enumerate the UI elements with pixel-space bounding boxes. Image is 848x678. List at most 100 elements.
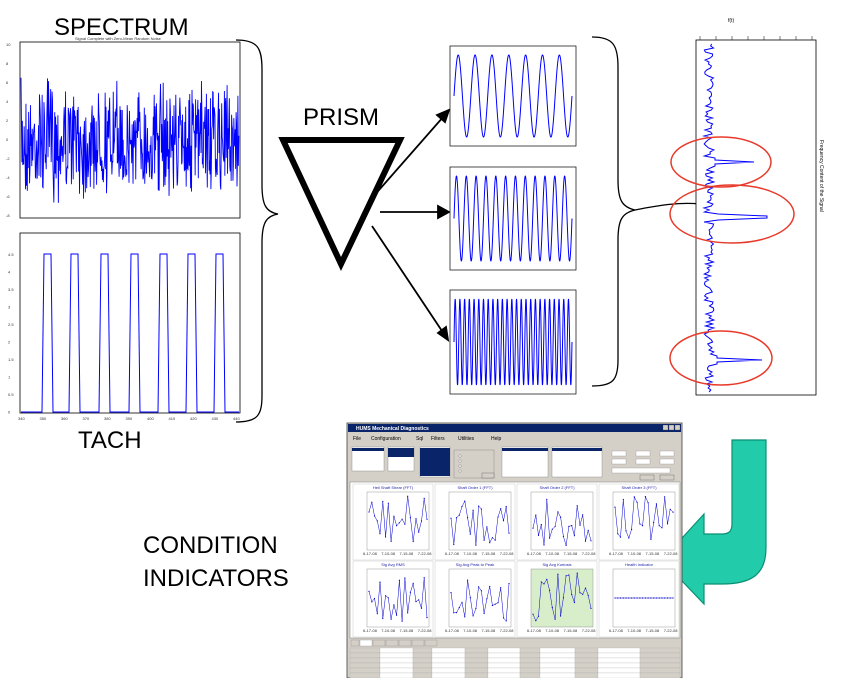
trend-x-tick: 6-17-08: [363, 551, 378, 556]
trend-x-tick: 7-15-08: [399, 551, 414, 556]
menu-item[interactable]: File: [353, 436, 361, 442]
menu-bar: File Configuration Sql Filters Utilities Help: [353, 436, 502, 442]
radio-option[interactable]: [458, 469, 462, 473]
trend-x-tick: 7-22-08: [418, 628, 433, 633]
info-cell: [379, 657, 414, 664]
airspeed-min-field[interactable]: [659, 450, 675, 457]
spectrum-y-tick: 4: [6, 99, 9, 104]
curved-arrow: [661, 439, 767, 606]
trend-plot-area: [530, 491, 594, 551]
filter-controls: [351, 446, 675, 481]
menu-item[interactable]: Help: [491, 436, 502, 442]
info-cell: [431, 672, 466, 678]
info-cell: [574, 652, 599, 659]
info-cell: [487, 657, 521, 664]
speed-min-field[interactable]: [635, 450, 651, 457]
frequency-plot: f(t) Frequency Content of the Signal: [669, 18, 824, 396]
menu-item[interactable]: Configuration: [371, 436, 401, 442]
peak-highlight-1: [670, 136, 772, 188]
trend-x-tick: 7-22-08: [664, 628, 679, 633]
tab[interactable]: [424, 639, 438, 647]
info-cell: [574, 657, 599, 664]
trend-line: [450, 500, 510, 546]
airspeed-max-field[interactable]: [659, 458, 675, 465]
trend-x-tick: 7-10-08: [381, 628, 396, 633]
info-cell: [639, 662, 681, 669]
component-list[interactable]: [501, 446, 549, 478]
close-button[interactable]: [674, 424, 681, 431]
trend-panel-title: Shaft Order 2 (FFT): [539, 485, 575, 490]
next-button[interactable]: [659, 474, 675, 481]
trend-x-tick: 6-17-08: [363, 628, 378, 633]
tach-x-tick: 420: [190, 416, 197, 421]
info-cell: [539, 667, 576, 674]
tach-x-tick: 410: [169, 416, 176, 421]
peak-highlight-3: [669, 330, 773, 386]
menu-item[interactable]: Sql: [416, 436, 423, 442]
window-title: HUMS Mechanical Diagnostics: [356, 426, 429, 432]
speed-max-field[interactable]: [635, 458, 651, 465]
spectrum-y-tick: -6: [6, 194, 10, 199]
trend-x-tick: 7-15-08: [481, 551, 496, 556]
trend-x-tick: 7-15-08: [645, 551, 660, 556]
tab[interactable]: [411, 639, 425, 647]
filter-dropdown[interactable]: [611, 467, 671, 474]
torque-max-field[interactable]: [611, 458, 627, 465]
sine-low-line: [453, 54, 573, 138]
tab-strip: [350, 639, 438, 647]
tab[interactable]: [385, 639, 399, 647]
tach-x-tick: 430: [212, 416, 219, 421]
trend-plot-area: [366, 491, 430, 551]
refresh-button[interactable]: [481, 472, 495, 479]
tab[interactable]: [398, 639, 412, 647]
radio-option[interactable]: [458, 459, 462, 463]
info-cell: [639, 667, 681, 674]
info-cell: [412, 647, 433, 654]
radio-option[interactable]: [458, 454, 462, 458]
sine-mid-line: [453, 175, 573, 262]
sensor-list[interactable]: [551, 446, 603, 478]
maximize-button[interactable]: [668, 424, 675, 431]
tab[interactable]: [372, 639, 386, 647]
info-cell: [597, 667, 641, 674]
trend-x-tick: 7-22-08: [500, 551, 515, 556]
tach-x-tick: 350: [40, 416, 47, 421]
trend-x-tick: 7-10-08: [545, 551, 560, 556]
info-cell: [539, 672, 576, 678]
menu-item[interactable]: Utilities: [458, 436, 475, 442]
info-cell: [487, 662, 521, 669]
apply-button[interactable]: [639, 474, 655, 481]
info-cell: [597, 662, 641, 669]
window-controls: [662, 424, 681, 431]
trend-panel-title: Sig Avg RMS: [381, 562, 405, 567]
spectrum-label: SPECTRUM: [54, 14, 189, 41]
trend-plot-area: [612, 491, 676, 551]
trend-panel-title: Sig Avg Peak to Peak: [456, 562, 494, 567]
tach-y-tick: 3: [8, 305, 11, 310]
tach-x-tick: 380: [104, 416, 111, 421]
trend-x-tick: 7-10-08: [463, 628, 478, 633]
menu-item[interactable]: Filters: [431, 436, 445, 442]
info-cell: [379, 662, 414, 669]
prism-label: PRISM: [303, 104, 379, 131]
info-cell: [639, 652, 681, 659]
freq-top-ticks: [699, 36, 813, 40]
tab[interactable]: [350, 639, 360, 647]
minimize-button[interactable]: [662, 424, 669, 431]
info-cell: [519, 657, 541, 664]
trend-panel-title: Sig Avg Kurtosis: [542, 562, 571, 567]
info-cell: [464, 657, 489, 664]
radio-option[interactable]: [458, 464, 462, 468]
spectrum-signal-line: [20, 77, 240, 203]
trend-x-tick: 7-22-08: [664, 551, 679, 556]
trend-panel-title: Health Indicator: [625, 562, 654, 567]
info-cell: [431, 662, 466, 669]
software-window: HUMS Mechanical Diagnostics File Configur…: [346, 422, 683, 678]
trend-x-tick: 7-15-08: [645, 628, 660, 633]
tach-y-tick: 1.5: [8, 357, 14, 362]
torque-min-field[interactable]: [611, 450, 627, 457]
info-cell: [574, 647, 599, 654]
tab[interactable]: [359, 639, 373, 647]
connector-line: [634, 202, 701, 211]
